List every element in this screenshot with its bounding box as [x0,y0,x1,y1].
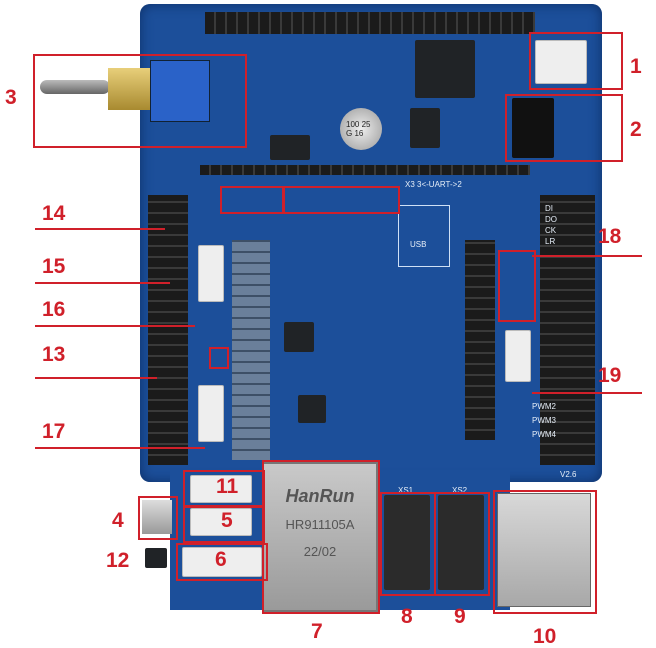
uart-label: X3 3<-UART->2 [405,180,462,189]
leader-16 [35,325,195,327]
top-pin-header [205,12,535,34]
audio-jack-8 [384,495,430,590]
highlight-box-5 [183,505,265,543]
pwm-label: PWM2 [532,402,556,411]
leader-15 [35,282,170,284]
right-pin-header [540,195,595,465]
callout-18: 18 [598,225,622,248]
reset-button [145,548,167,568]
highlight-box-14 [220,186,284,214]
callout-3: 3 [5,86,17,109]
highlight-box-6 [176,543,268,581]
pin-label: CK [545,226,557,235]
highlight-box-11 [183,470,265,508]
highlight-box-13 [209,347,229,369]
highlight-box-18 [498,250,536,322]
highlight-box-7 [262,460,380,614]
version-label: V2.6 [560,470,577,479]
highlight-box-9 [434,492,490,596]
callout-14: 14 [42,202,66,225]
pwm-labels: PWM2 PWM3 PWM4 [532,400,556,442]
usb-silk-box [398,205,450,267]
callout-16: 16 [42,298,66,321]
leader-13 [35,377,157,379]
callout-7: 7 [311,620,323,643]
callout-4: 4 [112,509,124,532]
leader-14 [35,228,165,230]
ethernet-model: HR911105A [285,517,355,532]
dc-jack [512,98,554,158]
usb-silk-label: USB [410,240,427,249]
capacitor-label: 100 25 G 16 [346,120,371,138]
leader-19 [532,392,642,394]
uart-pin-header [200,165,530,175]
toggle-lever [40,80,110,94]
callout-13: 13 [42,343,66,366]
pwm-label: PWM4 [532,430,556,439]
callout-6: 6 [215,548,227,571]
callout-8: 8 [401,605,413,628]
jst-connector-17 [198,385,224,442]
leader-17 [35,447,205,449]
leader-18 [532,255,642,257]
audio-label-xs2: XS2 [452,486,468,495]
highlight-box-3 [33,54,247,148]
inductor [415,40,475,98]
jst-connector-19 [505,330,531,382]
callout-19: 19 [598,364,622,387]
pin-label: DO [545,215,557,224]
left-inner-header [232,240,270,460]
micro-usb [142,500,172,534]
diode [410,108,440,148]
pin-label: DI [545,204,553,213]
regulator [270,135,310,160]
connector-11 [190,475,252,503]
callout-9: 9 [454,605,466,628]
callout-15: 15 [42,255,66,278]
ethernet-jack: HanRun HR911105A 22/02 [262,462,378,612]
audio-jack-9 [438,495,484,590]
highlight-box-jumpers [283,186,400,214]
pin-label: LR [545,237,556,246]
pwm-label: PWM3 [532,416,556,425]
callout-1: 1 [630,55,642,78]
usb-a-dual [497,493,591,607]
callout-5: 5 [221,509,233,532]
highlight-box-2 [505,94,623,162]
jst-connector-15 [198,245,224,302]
right-pin-labels: DI DO CK LR [545,203,557,247]
connector-5 [190,508,252,536]
callout-10: 10 [533,625,557,648]
capacitor [340,108,382,150]
callout-11: 11 [216,475,239,498]
highlight-box-8 [380,492,436,596]
callout-12: 12 [106,549,130,572]
ethernet-date: 22/02 [303,544,337,559]
left-pin-header [148,195,188,465]
audio-label-xs1: XS1 [398,486,414,495]
toggle-nut [108,68,153,110]
ic-chip [284,322,314,352]
highlight-box-10 [493,490,597,614]
callout-17: 17 [42,420,66,443]
highlight-box-4 [138,496,178,540]
ic-chip-2 [298,395,326,423]
ethernet-brand: HanRun [285,486,355,506]
callout-2: 2 [630,118,642,141]
power-connector [535,40,587,84]
highlight-box-1 [529,32,623,90]
right-inner-header [465,240,495,440]
connector-6 [182,547,262,577]
power-switch [150,60,210,122]
